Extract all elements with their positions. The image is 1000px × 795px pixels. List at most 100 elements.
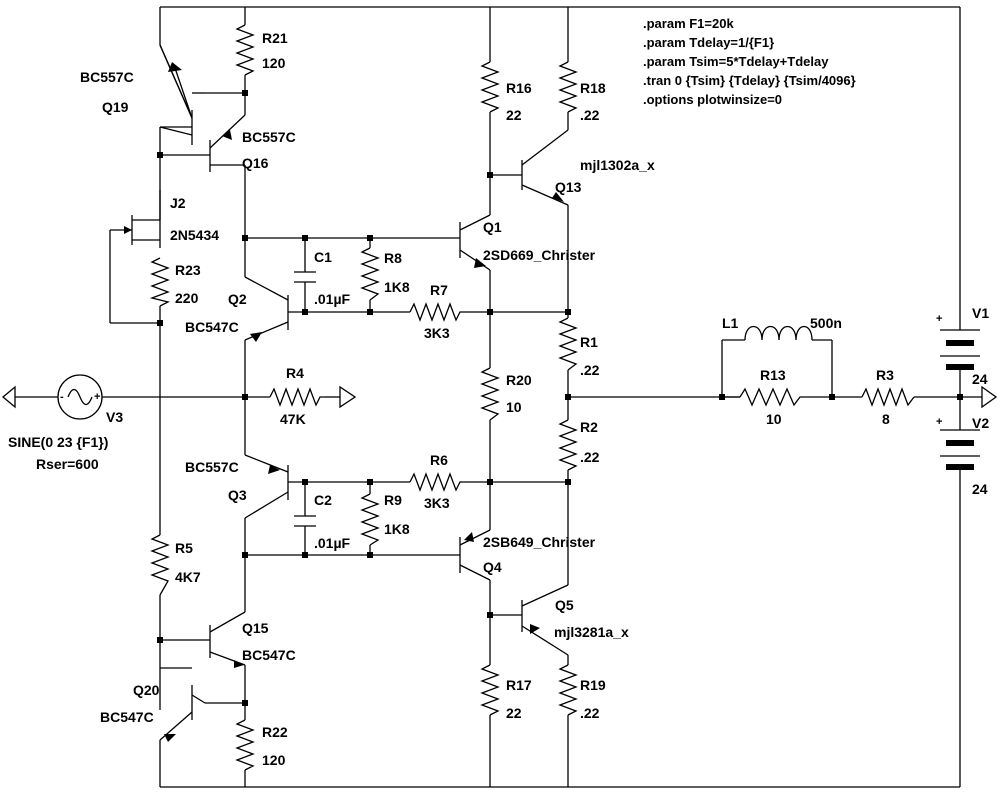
transistor-q4	[459, 529, 491, 581]
label-r3-value: 8	[882, 411, 890, 427]
label-r21-name: R21	[262, 30, 288, 46]
label-r22-value: 120	[262, 752, 286, 768]
label-r8-name: R8	[384, 250, 402, 266]
svg-text:-: -	[60, 391, 64, 403]
label-r6-name: R6	[430, 452, 448, 468]
label-q3-name: Q3	[228, 487, 247, 503]
resistor-r8	[360, 247, 380, 301]
label-q19-model: BC557C	[80, 69, 134, 85]
label-q3-model: BC557C	[185, 459, 239, 475]
resistor-r22	[235, 719, 255, 771]
label-j2-model: 2N5434	[170, 227, 219, 243]
label-v3-line2: Rser=600	[36, 456, 99, 472]
battery-v1: +	[936, 313, 980, 397]
resistor-r6	[409, 472, 465, 492]
label-r9-name: R9	[384, 492, 402, 508]
svg-text:+: +	[94, 391, 100, 403]
transistor-q1	[459, 214, 491, 271]
label-r3-name: R3	[876, 367, 894, 383]
svg-text:+: +	[936, 313, 942, 325]
label-r9-value: 1K8	[384, 521, 410, 537]
directive-line: .param Tdelay=1/{F1}	[643, 35, 774, 50]
label-r8-value: 1K8	[384, 279, 410, 295]
resistor-r16	[480, 61, 500, 113]
resistor-r9	[360, 493, 380, 546]
transistor-q5	[521, 584, 569, 656]
label-q16-model: BC557C	[242, 129, 296, 145]
label-q13-model: mjl1302a_x	[580, 157, 655, 173]
label-v2-value: 24	[972, 481, 988, 497]
label-q5-name: Q5	[555, 597, 574, 613]
label-r19-name: R19	[580, 677, 606, 693]
resistor-r1	[558, 317, 578, 371]
transistor-q2	[244, 276, 289, 342]
label-q19-name: Q19	[102, 99, 129, 115]
directive-line: .tran 0 {Tsim} {Tdelay} {Tsim/4096}	[643, 73, 856, 88]
transistor-q15	[209, 611, 246, 668]
label-v2-name: V2	[972, 415, 989, 431]
label-q20-name: Q20	[133, 682, 160, 698]
jfet-j2	[124, 190, 161, 245]
svg-text:+: +	[936, 416, 942, 428]
label-r4-value: 47K	[280, 411, 306, 427]
ground-arrows	[1, 385, 998, 409]
label-r23-value: 220	[175, 290, 199, 306]
transistor-q20	[159, 685, 206, 742]
label-r2-name: R2	[580, 419, 598, 435]
label-r2-value: .22	[580, 449, 600, 465]
label-r7-value: 3K3	[424, 325, 450, 341]
label-v1-name: V1	[972, 305, 989, 321]
directive-line: .param Tsim=5*Tdelay+Tdelay	[643, 54, 829, 69]
label-r17-name: R17	[506, 677, 532, 693]
resistor-r19	[558, 664, 578, 716]
label-q15-name: Q15	[242, 620, 269, 636]
label-q15-model: BC547C	[242, 647, 296, 663]
resistor-r20	[480, 367, 500, 421]
source-v3-symbol: - +	[57, 374, 103, 420]
battery-v2: +	[936, 397, 980, 473]
resistor-r18	[558, 61, 578, 113]
resistor-r4	[269, 387, 325, 407]
label-r18-name: R18	[580, 80, 606, 96]
label-r7-name: R7	[430, 282, 448, 298]
resistor-r2	[558, 419, 578, 471]
label-r19-value: .22	[580, 705, 600, 721]
label-v1-value: 24	[972, 371, 988, 387]
junction-dots	[157, 90, 963, 706]
capacitor-c2	[294, 515, 316, 527]
wires	[15, 6, 982, 788]
label-r17-value: 22	[506, 705, 522, 721]
resistor-r23	[149, 257, 170, 307]
label-v3-line1: SINE(0 23 {F1})	[8, 434, 108, 450]
label-r1-name: R1	[580, 334, 598, 350]
label-q5-model: mjl3281a_x	[554, 624, 629, 640]
label-r5-name: R5	[175, 540, 193, 556]
label-r13-value: 10	[766, 411, 782, 427]
label-c2-name: C2	[314, 492, 332, 508]
label-r20-value: 10	[506, 399, 522, 415]
directive-line: .param F1=20k	[643, 16, 734, 31]
label-r6-value: 3K3	[424, 495, 450, 511]
label-r20-name: R20	[506, 372, 532, 388]
label-l1-value: 500n	[810, 315, 842, 331]
label-q2-model: BC547C	[185, 319, 239, 335]
capacitor-c1	[294, 271, 316, 283]
label-c1-name: C1	[314, 249, 332, 265]
label-c1-value: .01µF	[314, 291, 351, 307]
label-r23-name: R23	[175, 262, 201, 278]
label-r1-value: .22	[580, 362, 600, 378]
label-q4-model: 2SB649_Christer	[483, 534, 596, 550]
directives: .param F1=20k .param Tdelay=1/{F1} .para…	[643, 16, 856, 107]
inductor-l1	[744, 325, 813, 341]
label-q1-model: 2SD669_Christer	[483, 247, 596, 263]
label-v3-name: V3	[106, 409, 123, 425]
label-r4-name: R4	[286, 365, 304, 381]
transistor-q13	[521, 129, 569, 206]
label-r16-value: 22	[506, 107, 522, 123]
label-r5-value: 4K7	[175, 569, 201, 585]
capacitor-symbols	[294, 271, 316, 527]
transistor-symbols	[124, 44, 569, 742]
transistor-q16	[209, 114, 246, 172]
label-r21-value: 120	[262, 55, 286, 71]
